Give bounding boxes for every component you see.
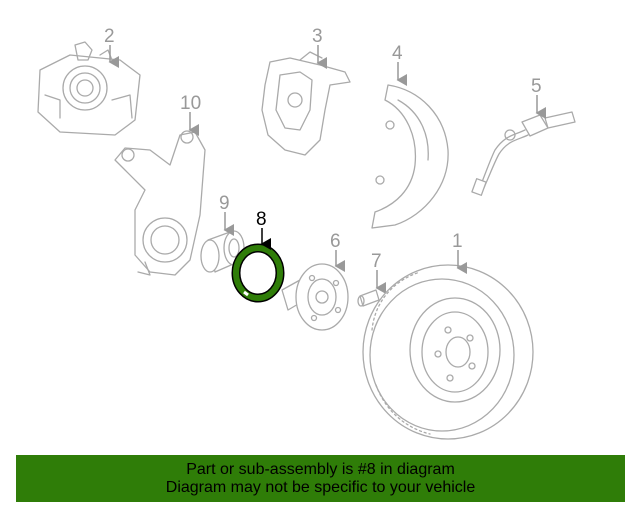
- part-2-caliper[interactable]: [37, 41, 141, 136]
- part-7-wheel-stud[interactable]: [357, 289, 380, 307]
- part-1-rotor[interactable]: [362, 264, 534, 440]
- part-3-bracket[interactable]: [261, 51, 351, 156]
- part-8-snap-ring[interactable]: [231, 243, 285, 303]
- part-6-callout[interactable]: 6: [330, 231, 341, 252]
- part-4-callout[interactable]: 4: [392, 43, 403, 64]
- banner-line-2: Diagram may not be specific to your vehi…: [165, 479, 476, 496]
- parts-diagram: 2 3 4 5 10: [37, 26, 576, 440]
- part-3-callout[interactable]: 3: [312, 26, 323, 47]
- banner-line-1: Part or sub-assembly is #8 in diagram: [186, 461, 455, 478]
- part-8-callout[interactable]: 8: [256, 209, 267, 230]
- part-4-splash-shield[interactable]: [371, 84, 449, 229]
- part-5-abs-sensor[interactable]: [471, 111, 576, 196]
- part-7-callout[interactable]: 7: [371, 251, 382, 272]
- part-9-callout[interactable]: 9: [219, 193, 230, 214]
- info-banner: Part or sub-assembly is #8 in diagram Di…: [16, 455, 625, 502]
- part-6-hub[interactable]: [281, 263, 349, 331]
- part-5-callout[interactable]: 5: [531, 76, 542, 97]
- part-1-callout[interactable]: 1: [452, 231, 463, 252]
- part-10-callout[interactable]: 10: [180, 93, 201, 114]
- part-2-callout[interactable]: 2: [104, 26, 115, 47]
- part-10-knuckle[interactable]: [114, 130, 206, 276]
